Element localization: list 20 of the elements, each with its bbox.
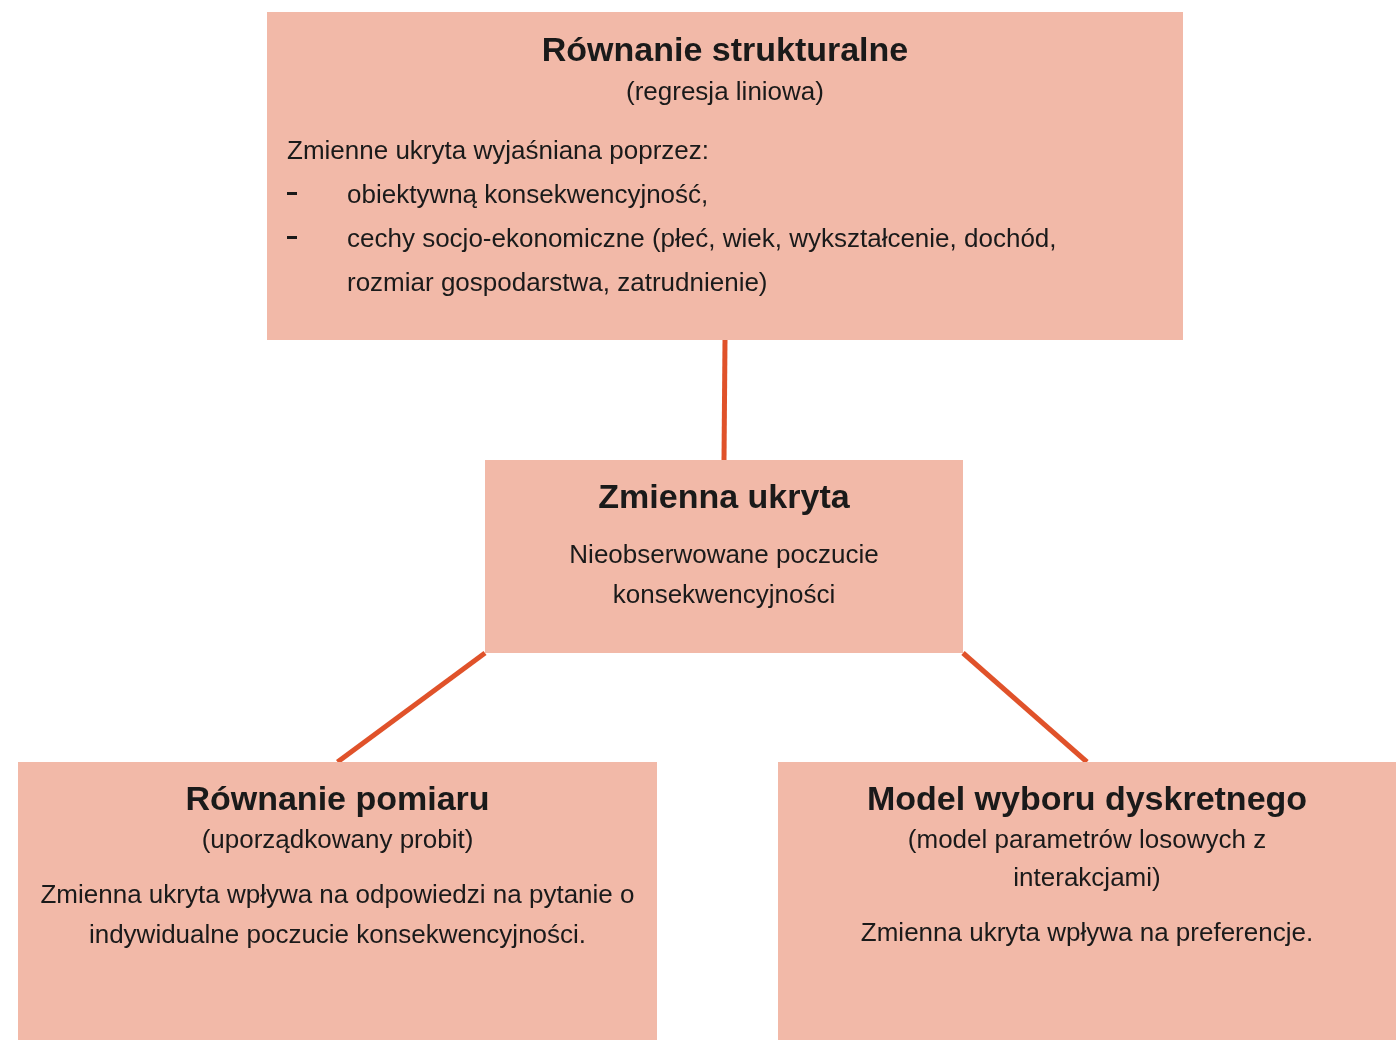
connector-line — [961, 651, 1089, 764]
box-subheading: (model parametrów losowych z interakcjami) — [906, 823, 1268, 894]
bullet-text: cechy socjo-ekonomiczne (płeć, wiek, wykształcenie, dochód, rozmiar gospodarstwa, zatrudnienie) — [347, 222, 1058, 299]
box-heading: Równanie strukturalne — [541, 29, 909, 70]
connector-line — [721, 340, 728, 460]
box-heading: Zmienna ukryta — [597, 476, 851, 517]
connector-line — [336, 651, 487, 764]
process-box — [485, 460, 963, 653]
box-subheading: (uporządkowany probit) — [200, 823, 475, 856]
box-text: Zmienna ukryta wpływa na odpowiedzi na pytanie o indywidualne poczucie konsekwencyjności. — [39, 878, 636, 951]
box-text: Zmienna ukryta wpływa na preferencje. — [859, 916, 1315, 949]
box-text: Zmienne ukryta wyjaśniana poprzez: — [287, 134, 710, 167]
process-box — [18, 762, 657, 1040]
box-heading: Równanie pomiaru — [184, 778, 491, 819]
bullet-text: obiektywną konsekwencyjność, — [347, 178, 710, 211]
box-text: Nieobserwowane poczucie konsekwencyjności — [568, 538, 880, 611]
process-box — [778, 762, 1396, 1040]
process-box — [267, 12, 1183, 340]
box-heading: Model wyboru dyskretnego — [865, 778, 1309, 819]
box-subheading: (regresja liniowa) — [626, 75, 824, 108]
